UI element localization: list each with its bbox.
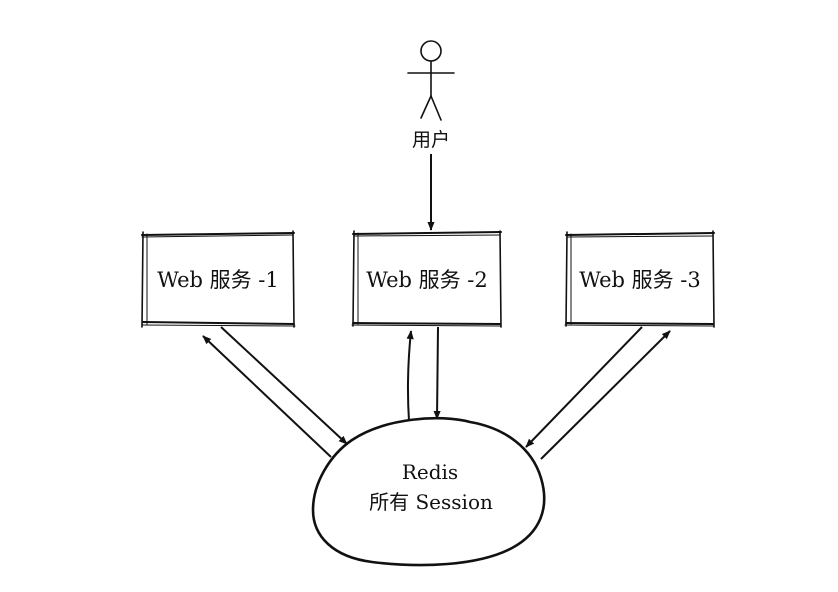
service-3-to-redis-arrow (525, 326, 643, 448)
service-1-to-redis-arrow (220, 326, 348, 445)
cloud-shape-icon (311, 416, 546, 567)
service-box-3: Web 服务 -3 (564, 230, 715, 328)
service-2-redis-arrows (406, 326, 441, 422)
redis-subtitle: 所有 Session (369, 490, 493, 514)
user-label: 用户 (412, 129, 450, 151)
service-1-label: Web 服务 -1 (157, 268, 279, 292)
stick-figure-actor-icon (407, 40, 455, 121)
service-2-label: Web 服务 -2 (366, 268, 488, 292)
service-box-2: Web 服务 -2 (351, 230, 502, 328)
redis-to-service-2-arrow (406, 330, 414, 422)
redis-title: Redis (402, 460, 458, 484)
service-3-label: Web 服务 -3 (579, 268, 701, 292)
redis-to-service-1-arrow (202, 335, 332, 458)
user-actor: 用户 (407, 40, 455, 151)
service-box-1: Web 服务 -1 (141, 230, 296, 328)
redis-to-service-3-arrow (540, 330, 671, 460)
redis-store: Redis 所有 Session (311, 416, 546, 567)
service-3-redis-arrows (525, 326, 671, 460)
service-2-to-redis-arrow (433, 326, 441, 420)
service-1-redis-arrows (202, 326, 348, 458)
